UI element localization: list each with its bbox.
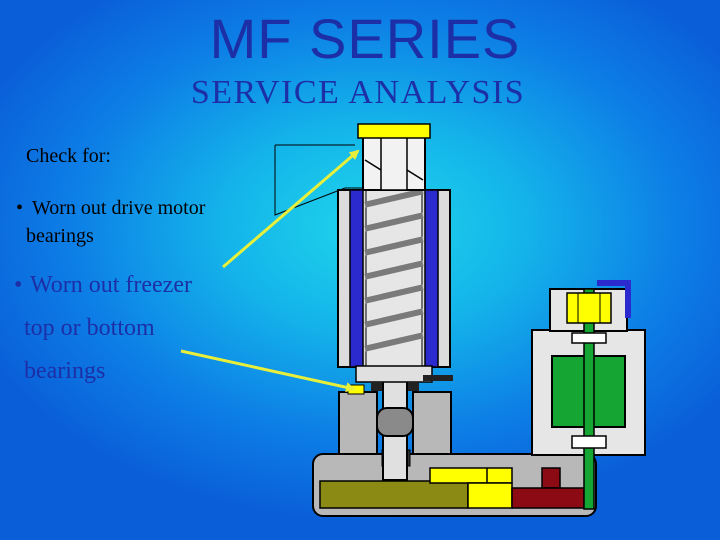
gear-maroon-upper — [541, 467, 561, 489]
bullet-item-freezer: • Worn out freezer top or bottom bearings — [14, 264, 192, 393]
callout-lines — [274, 144, 362, 216]
gear-maroon-lower — [511, 487, 585, 509]
arrow-top-bearing — [222, 149, 360, 269]
bottom-bearing-ring — [355, 365, 433, 383]
bullet-item-drive-motor: • Worn out drive motor bearings — [16, 194, 205, 250]
arrow-bottom-bearing — [180, 349, 356, 393]
check-for-label: Check for: — [26, 145, 111, 167]
auger-flights — [364, 188, 424, 352]
gear-yellow — [429, 467, 513, 484]
lower-block-left — [338, 391, 378, 455]
motor-top-bearing — [566, 292, 612, 324]
bullet-glyph: • — [16, 197, 24, 219]
top-bearing — [357, 123, 431, 139]
coil-right — [424, 189, 439, 368]
lower-block-right — [412, 391, 452, 455]
bullet-text-line1: Worn out freezer — [30, 272, 192, 298]
coil-left — [349, 189, 364, 368]
gear-yellow-lower — [467, 482, 513, 509]
top-shaft — [380, 135, 408, 191]
bullet-glyph: • — [14, 272, 23, 298]
bullet-text-line2: top or bottom — [24, 315, 155, 341]
gear-olive-left — [319, 480, 469, 509]
motor-lower-ring — [571, 435, 607, 449]
coupling-hub — [376, 407, 414, 437]
bullet-text-line2: bearings — [26, 225, 94, 247]
bullet-text-line3: bearings — [24, 358, 106, 384]
bullet-text-line1: Worn out drive motor — [32, 197, 206, 219]
motor-cap-ring — [571, 332, 607, 344]
slide-subtitle: SERVICE ANALYSIS — [190, 74, 526, 111]
slide-title: MF SERIES — [209, 7, 521, 70]
motor-shaft — [583, 288, 595, 510]
